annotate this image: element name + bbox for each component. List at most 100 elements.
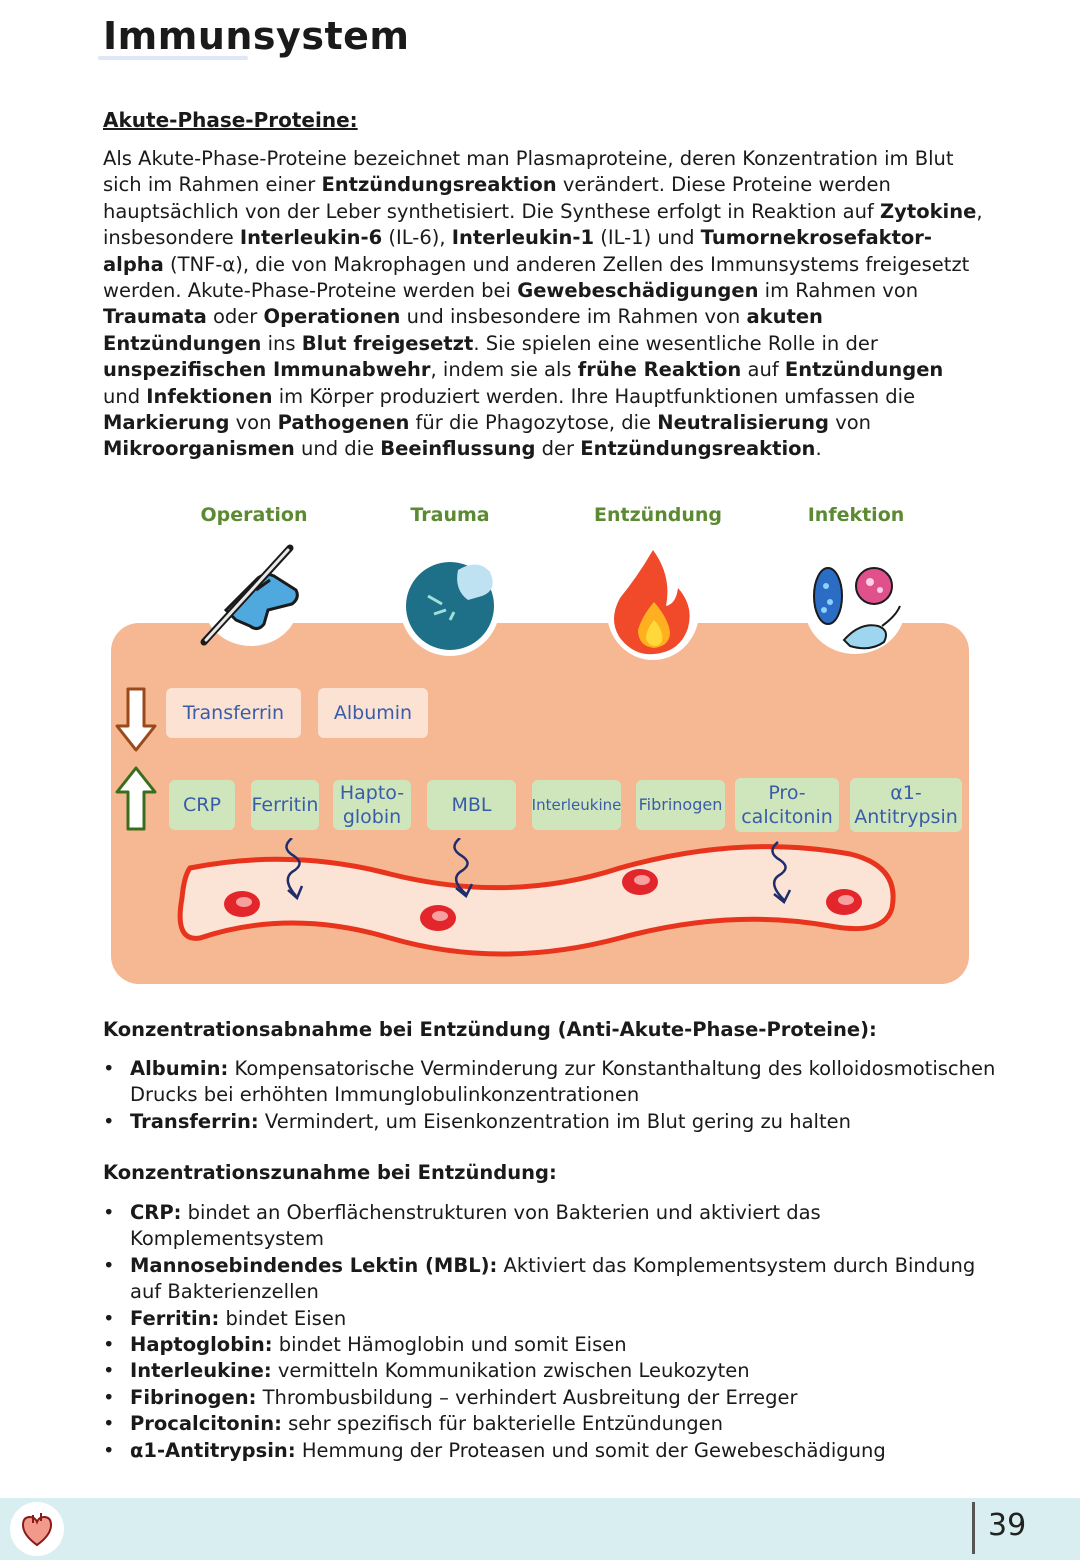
protein-fibrinogen: Fibrinogen [636,780,725,830]
list-item: α1-Antitrypsin: Hemmung der Proteasen un… [103,1438,1003,1465]
intro-text: im Körper produziert werden. Ihre Hauptf… [272,384,916,408]
red-blood-cell-icon [622,869,658,895]
intro-text: und [103,384,147,408]
intro-bold-term: Zytokine [880,199,977,223]
intro-text: und insbesondere im Rahmen von [400,305,747,329]
list-item-term: Haptoglobin: [130,1333,273,1357]
list-item: Interleukine: vermitteln Kommunikation z… [103,1358,1003,1385]
heart-icon [10,1502,64,1556]
intro-bold-term: Mikroorganismen [103,437,295,461]
list-item-description: bindet Eisen [219,1306,347,1330]
intro-text: (IL-6), [382,226,452,250]
intro-bold-term: Markierung [103,411,230,435]
intro-text: und die [294,437,381,461]
category-entzuendung: Entzündung [594,504,722,526]
intro-text: (IL-1) und [594,226,701,250]
protein-alpha1-antitrypsin: α1- Antitrypsin [850,778,962,832]
list-item-description: bindet Hämoglobin und somit Eisen [272,1333,627,1357]
title-underline [98,56,248,60]
red-blood-cell-icon [420,905,456,931]
section-heading: Akute-Phase-Proteine: [103,108,358,132]
list-item-term: Fibrinogen: [130,1385,257,1409]
list-item-description: vermitteln Kommunikation zwischen Leukoz… [271,1359,750,1383]
intro-bold-term: Blut freigesetzt [301,331,474,355]
page-title: Immunsystem [103,14,410,58]
decrease-list: Albumin: Kompensatorische Verminderung z… [103,1056,1003,1136]
list-item: Haptoglobin: bindet Hämoglobin und somit… [103,1332,1003,1359]
protein-interleukine: Interleukine [532,780,621,830]
intro-text: von [829,411,872,435]
intro-text: von [229,411,278,435]
intro-bold-term: Pathogenen [277,411,410,435]
intro-bold-term: Beeinflussung [380,437,536,461]
list-item-description: Aktiviert das Komplementsystem durch Bin… [130,1253,976,1304]
intro-bold-term: Entzündungen [784,358,944,382]
red-blood-cell-icon [224,891,260,917]
red-blood-cell-icon [826,889,862,915]
intro-bold-term: Entzündungsreaktion [580,437,816,461]
intro-bold-term: frühe Reaktion [577,358,742,382]
protein-mbl: MBL [427,780,516,830]
list-item-description: Vermindert, um Eisenkonzentration im Blu… [258,1109,851,1133]
list-item: CRP: bindet an Oberflächenstrukturen von… [103,1200,1003,1253]
blood-vessel [177,838,896,957]
intro-bold-term: Operationen [263,305,401,329]
intro-text: ins [261,331,302,355]
intro-text: für die Phagozytose, die [409,411,658,435]
intro-text: der [535,437,581,461]
list-item-term: α1-Antitrypsin: [130,1438,296,1462]
intro-text: , insbesondere [103,199,983,250]
list-item-term: Transferrin: [130,1109,259,1133]
list-item-term: Mannosebindendes Lektin (MBL): [130,1253,498,1277]
protein-ferritin: Ferritin [251,780,319,830]
list-item: Procalcitonin: sehr spezifisch für bakte… [103,1411,1003,1438]
decrease-heading: Konzentrationsabnahme bei Entzündung (An… [103,1018,877,1041]
list-item-description: Kompensatorische Verminderung zur Konsta… [130,1057,996,1107]
list-item-term: Ferritin: [130,1306,220,1330]
intro-text: im Rahmen von [758,279,919,303]
intro-bold-term: Infektionen [146,384,273,408]
protein-albumin: Albumin [318,688,428,738]
increase-list: CRP: bindet an Oberflächenstrukturen von… [103,1200,1003,1464]
increase-arrow-icon [115,766,157,831]
list-item-term: Procalcitonin: [130,1412,282,1436]
scalpel-hand-icon [196,540,306,650]
intro-bold-term: Interleukin-1 [451,226,595,250]
intro-bold-term: Interleukin-6 [239,226,383,250]
pathogens-icon [800,556,910,666]
intro-text: verändert. Diese Proteine werden hauptsä… [103,173,891,223]
intro-text: oder [206,305,264,329]
intro-bold-term: akuten Entzündungen [103,305,823,355]
protein-transferrin: Transferrin [166,688,301,738]
fire-icon [598,546,708,660]
intro-text: , indem sie als [430,358,578,382]
category-operation: Operation [200,504,308,526]
intro-text: . Sie spielen eine wesentliche Rolle in … [473,331,878,355]
list-item-description: Hemmung der Proteasen und somit der Gewe… [295,1438,886,1462]
footer: 39 [0,1498,1080,1560]
intro-text: auf [741,358,785,382]
intro-bold-term: Entzündungsreaktion [321,173,557,197]
list-item: Mannosebindendes Lektin (MBL): Aktiviert… [103,1253,1003,1306]
intro-bold-term: unspezifischen Immunabwehr [103,358,431,382]
footer-divider [972,1502,975,1554]
intro-text: Als Akute-Phase-Proteine bezeichnet man … [103,147,954,197]
category-infektion: Infektion [807,504,905,526]
list-item-term: Interleukine: [130,1359,272,1383]
protein-haptoglobin: Hapto- globin [333,780,411,830]
intro-bold-term: Neutralisierung [657,411,829,435]
increase-heading: Konzentrationszunahme bei Entzündung: [103,1161,557,1184]
intro-paragraph: Als Akute-Phase-Proteine bezeichnet man … [103,146,983,463]
intro-text: (TNF-α), die von Makrophagen und anderen… [103,252,970,303]
list-item-term: CRP: [130,1201,182,1224]
protein-procalcitonin: Pro- calcitonin [735,778,839,832]
protein-crp: CRP [169,780,235,830]
list-item: Albumin: Kompensatorische Verminderung z… [103,1056,1003,1109]
list-item-description: sehr spezifisch für bakterielle Entzündu… [281,1412,724,1436]
category-trauma: Trauma [410,504,490,526]
intro-bold-term: Traumata [103,305,207,329]
intro-bold-term: Tumornekrosefaktor-alpha [103,226,933,276]
list-item-term: Albumin: [130,1057,229,1080]
page-number: 39 [988,1508,1027,1543]
intro-bold-term: Gewebeschädigungen [517,279,759,303]
